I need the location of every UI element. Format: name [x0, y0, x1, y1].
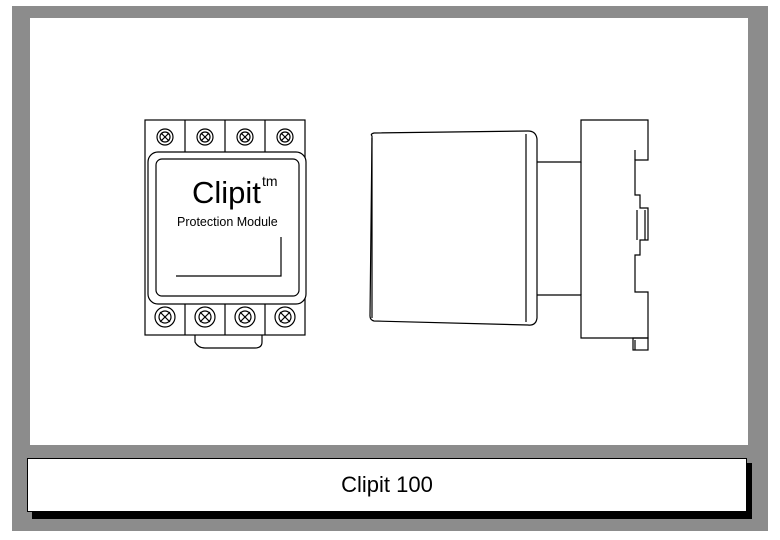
brand-label: Clipit [192, 175, 261, 210]
front-view [144, 119, 307, 349]
cover-side [369, 130, 538, 326]
din-base-side [537, 119, 649, 339]
release-clip [194, 335, 263, 349]
rail-clip [632, 337, 649, 351]
module-face [155, 158, 300, 297]
screw-terminals-top [156, 128, 294, 146]
module-cover [147, 151, 307, 305]
side-view [369, 119, 649, 351]
trademark-mark: tm [262, 173, 278, 189]
screw-terminals-bottom [154, 306, 296, 328]
label-area [176, 237, 282, 277]
caption-text: Clipit 100 [341, 472, 433, 497]
subtitle-label: Protection Module [177, 215, 278, 229]
caption-box: Clipit 100 [27, 458, 747, 512]
